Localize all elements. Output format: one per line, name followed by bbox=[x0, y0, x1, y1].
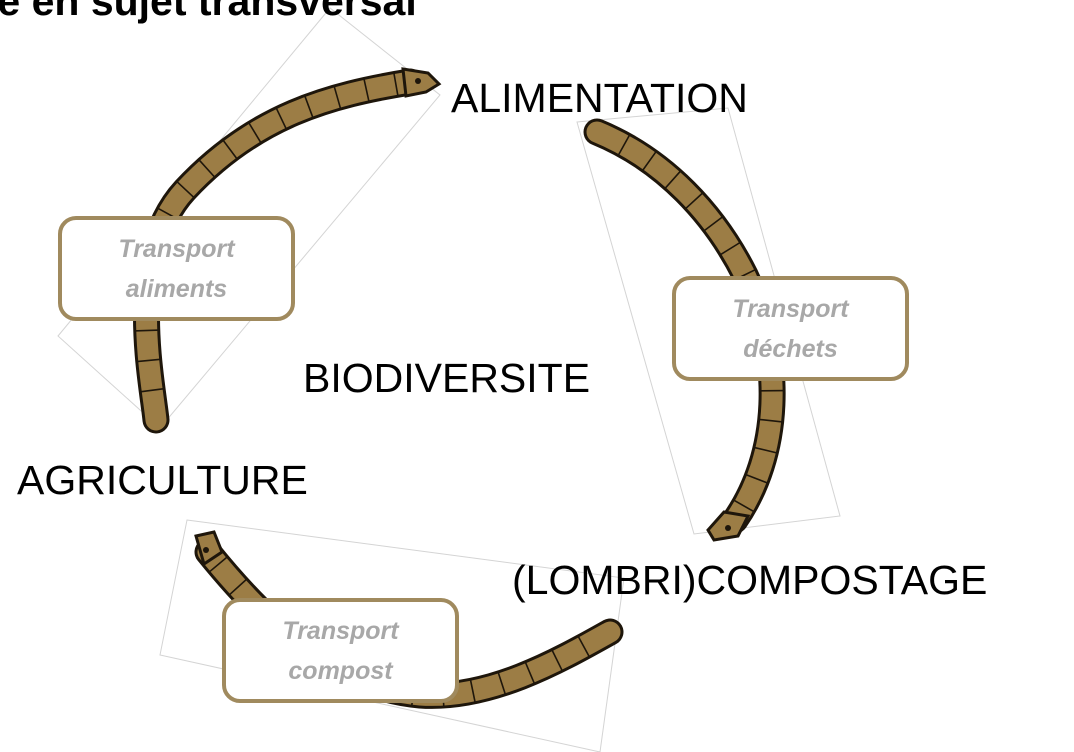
transport-aliments-line2: aliments bbox=[125, 274, 228, 303]
transport-aliments-line1: Transport bbox=[118, 234, 235, 263]
image-frame-right bbox=[576, 107, 841, 535]
worm-segment-ring bbox=[333, 84, 342, 111]
worm-segment-ring bbox=[641, 149, 658, 173]
worm-segment-ring bbox=[362, 77, 371, 104]
worm-segment-ring bbox=[392, 71, 399, 98]
worm-segment-ring bbox=[616, 133, 632, 157]
transport-dechets-box: Transport déchets bbox=[672, 276, 909, 381]
transport-aliments-box: Transport aliments bbox=[58, 216, 295, 321]
worm-segment-ring bbox=[469, 678, 477, 704]
worm-segment-ring bbox=[576, 634, 591, 659]
worm-segment-ring bbox=[135, 358, 162, 363]
worm-segment-ring bbox=[550, 648, 564, 673]
worm-segment-ring bbox=[274, 106, 288, 131]
worm-segment-ring bbox=[757, 418, 784, 423]
transport-dechets-line2: déchets bbox=[743, 334, 838, 363]
transport-compost-line2: compost bbox=[288, 656, 393, 685]
worm-segment-ring bbox=[227, 577, 249, 597]
transport-dechets-line1: Transport bbox=[732, 294, 849, 323]
image-frame-top-left bbox=[57, 7, 441, 429]
transport-compost-box: Transport compost bbox=[222, 598, 459, 703]
header-text: le en sujet transversal bbox=[0, 0, 417, 24]
worm-segment-ring bbox=[221, 138, 239, 161]
worm-segment-ring bbox=[139, 387, 166, 393]
worm-segment-ring bbox=[744, 473, 770, 485]
worm-segment-ring bbox=[197, 158, 217, 179]
worm-segment-ring bbox=[247, 121, 263, 145]
worm-segment-ring bbox=[732, 498, 756, 514]
worm-segment-ring bbox=[684, 191, 705, 211]
transport-compost-line1: Transport bbox=[282, 616, 399, 645]
image-frame-bottom bbox=[159, 519, 625, 752]
node-alimentation: ALIMENTATION bbox=[451, 75, 748, 121]
worm-segment-ring bbox=[133, 329, 160, 332]
worm-segment-ring bbox=[497, 670, 507, 696]
node-agriculture: AGRICULTURE bbox=[17, 457, 308, 503]
worm-segment-ring bbox=[207, 555, 229, 574]
worm-segment-ring bbox=[752, 446, 779, 454]
worm-segment-ring bbox=[175, 180, 196, 199]
center-label-biodiversite: BIODIVERSITE bbox=[303, 355, 591, 401]
worm-segment-ring bbox=[524, 660, 536, 686]
node-compostage: (LOMBRI)COMPOSTAGE bbox=[512, 557, 988, 603]
worm-segment-ring bbox=[702, 215, 725, 233]
worm-segment-ring bbox=[718, 241, 742, 257]
worm-segment-ring bbox=[663, 169, 683, 190]
worm-segment-ring bbox=[303, 94, 315, 120]
